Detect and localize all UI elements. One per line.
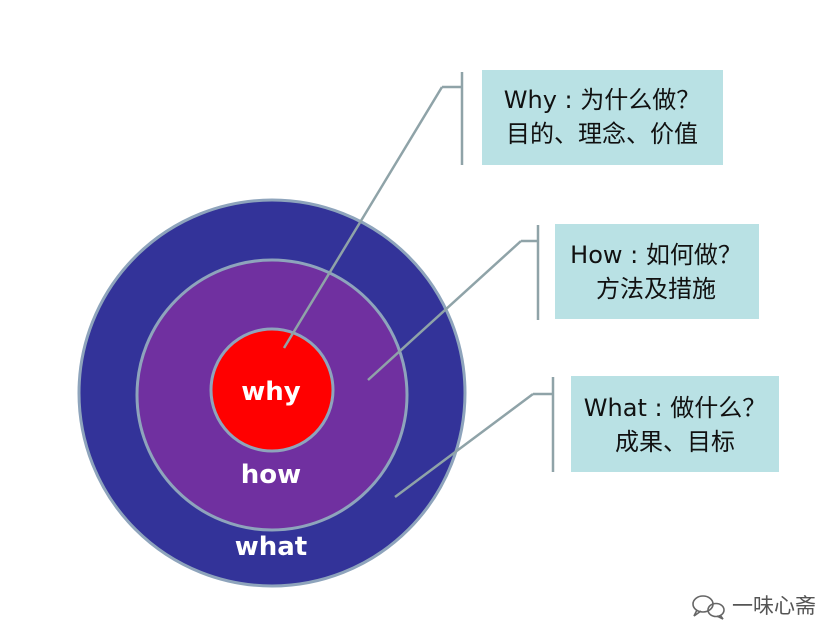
connector-how-diagonal [367, 240, 522, 381]
connector-why-diagonal [282, 86, 444, 349]
callout-what-box [571, 376, 779, 472]
connector-what-diagonal [394, 392, 534, 499]
connector-how [367, 225, 540, 381]
connector-why [282, 72, 464, 349]
callout-why-line2: 目的、理念、价值 [506, 120, 698, 148]
callout-how-line2: 方法及措施 [596, 275, 716, 303]
watermark: 一味心斋 [692, 594, 816, 620]
watermark-text: 一味心斋 [732, 594, 816, 618]
connector-what [394, 377, 555, 499]
callout-why-line1: Why : 为什么做？ [504, 86, 701, 114]
callout-how-line1: How : 如何做？ [570, 241, 742, 269]
ring-label-how: how [241, 460, 301, 490]
callout-how-box [555, 224, 759, 319]
ring-label-why: why [241, 377, 301, 407]
wechat-chat-bubble-icon [692, 595, 725, 620]
circle-why [209, 327, 335, 453]
callout-why-box [482, 70, 723, 165]
callout-how: How : 如何做？ 方法及措施 [555, 224, 759, 319]
callout-what-line1: What : 做什么？ [584, 394, 766, 422]
callout-what: What : 做什么？ 成果、目标 [571, 376, 779, 472]
ring-label-what: what [235, 532, 308, 562]
callout-what-line2: 成果、目标 [615, 428, 735, 456]
callout-why: Why : 为什么做？ 目的、理念、价值 [482, 70, 723, 165]
